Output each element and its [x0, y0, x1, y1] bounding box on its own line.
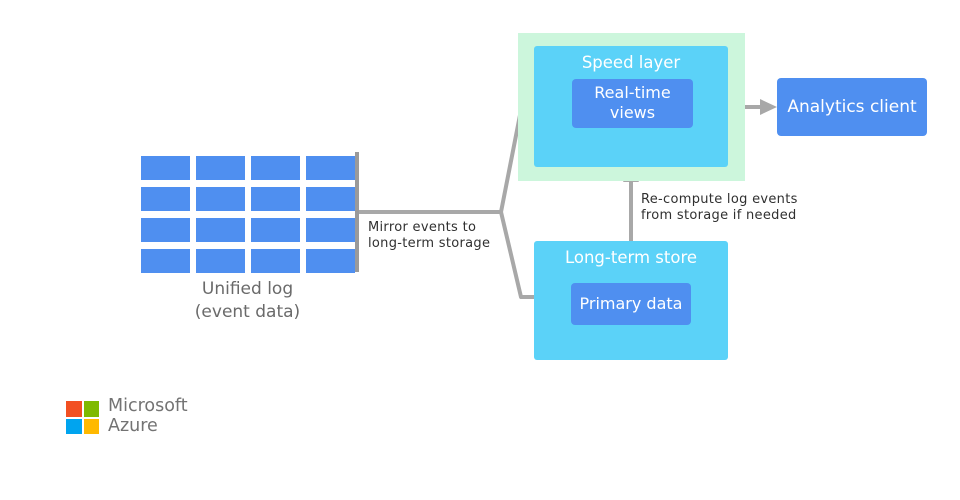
- brand-line1: Microsoft: [108, 396, 188, 416]
- log-cell: [141, 249, 190, 273]
- realtime-views-box: Real-time views: [572, 79, 693, 128]
- recompute-note-line1: Re-compute log events: [641, 192, 798, 207]
- mirror-note-line2: long-term storage: [368, 236, 491, 251]
- log-cell: [306, 156, 355, 180]
- microsoft-logo-icon: [66, 401, 99, 434]
- log-cell: [306, 187, 355, 211]
- recompute-note-line2: from storage if needed: [641, 208, 797, 223]
- unified-log-edge-bar: [355, 152, 359, 272]
- log-cell: [196, 249, 245, 273]
- recompute-note: Re-compute log events from storage if ne…: [641, 192, 841, 224]
- speed-layer-title: Speed layer: [581, 53, 681, 72]
- log-cell: [141, 187, 190, 211]
- log-cell: [196, 187, 245, 211]
- logo-square-red: [66, 401, 82, 417]
- log-cell: [306, 249, 355, 273]
- log-cell: [196, 156, 245, 180]
- logo-square-yellow: [83, 418, 99, 434]
- fork-to-speed-layer: [359, 108, 534, 214]
- log-cell: [251, 187, 300, 211]
- logo-square-blue: [66, 418, 82, 434]
- log-cell: [251, 249, 300, 273]
- log-cell: [306, 218, 355, 242]
- speed-layer-box: Speed layer Real-time views: [534, 46, 728, 167]
- primary-data-box: Primary data: [571, 283, 691, 325]
- arrowhead-analytics: [760, 99, 777, 115]
- unified-log-grid: [141, 156, 356, 274]
- log-cell: [251, 218, 300, 242]
- unified-log-label-line2: (event data): [194, 302, 301, 322]
- unified-log-label-line1: Unified log: [201, 279, 294, 299]
- fork-to-longterm-store: [499, 211, 534, 299]
- log-cell: [196, 218, 245, 242]
- brand-line2: Azure: [108, 416, 158, 436]
- realtime-views-line1: Real-time: [594, 83, 671, 102]
- mirror-events-note: Mirror events to long-term storage: [368, 220, 508, 252]
- longterm-store-box: Long-term store Primary data: [534, 241, 728, 360]
- unified-log-label: Unified log (event data): [160, 278, 335, 324]
- logo-square-green: [83, 401, 99, 417]
- analytics-client-box: Analytics client: [777, 78, 927, 136]
- realtime-views-line2: views: [609, 103, 656, 122]
- longterm-store-title: Long-term store: [564, 248, 698, 267]
- log-cell: [141, 156, 190, 180]
- log-cell: [251, 156, 300, 180]
- mirror-note-line1: Mirror events to: [368, 220, 477, 235]
- log-cell: [141, 218, 190, 242]
- microsoft-azure-wordmark: Microsoft Azure: [108, 396, 188, 436]
